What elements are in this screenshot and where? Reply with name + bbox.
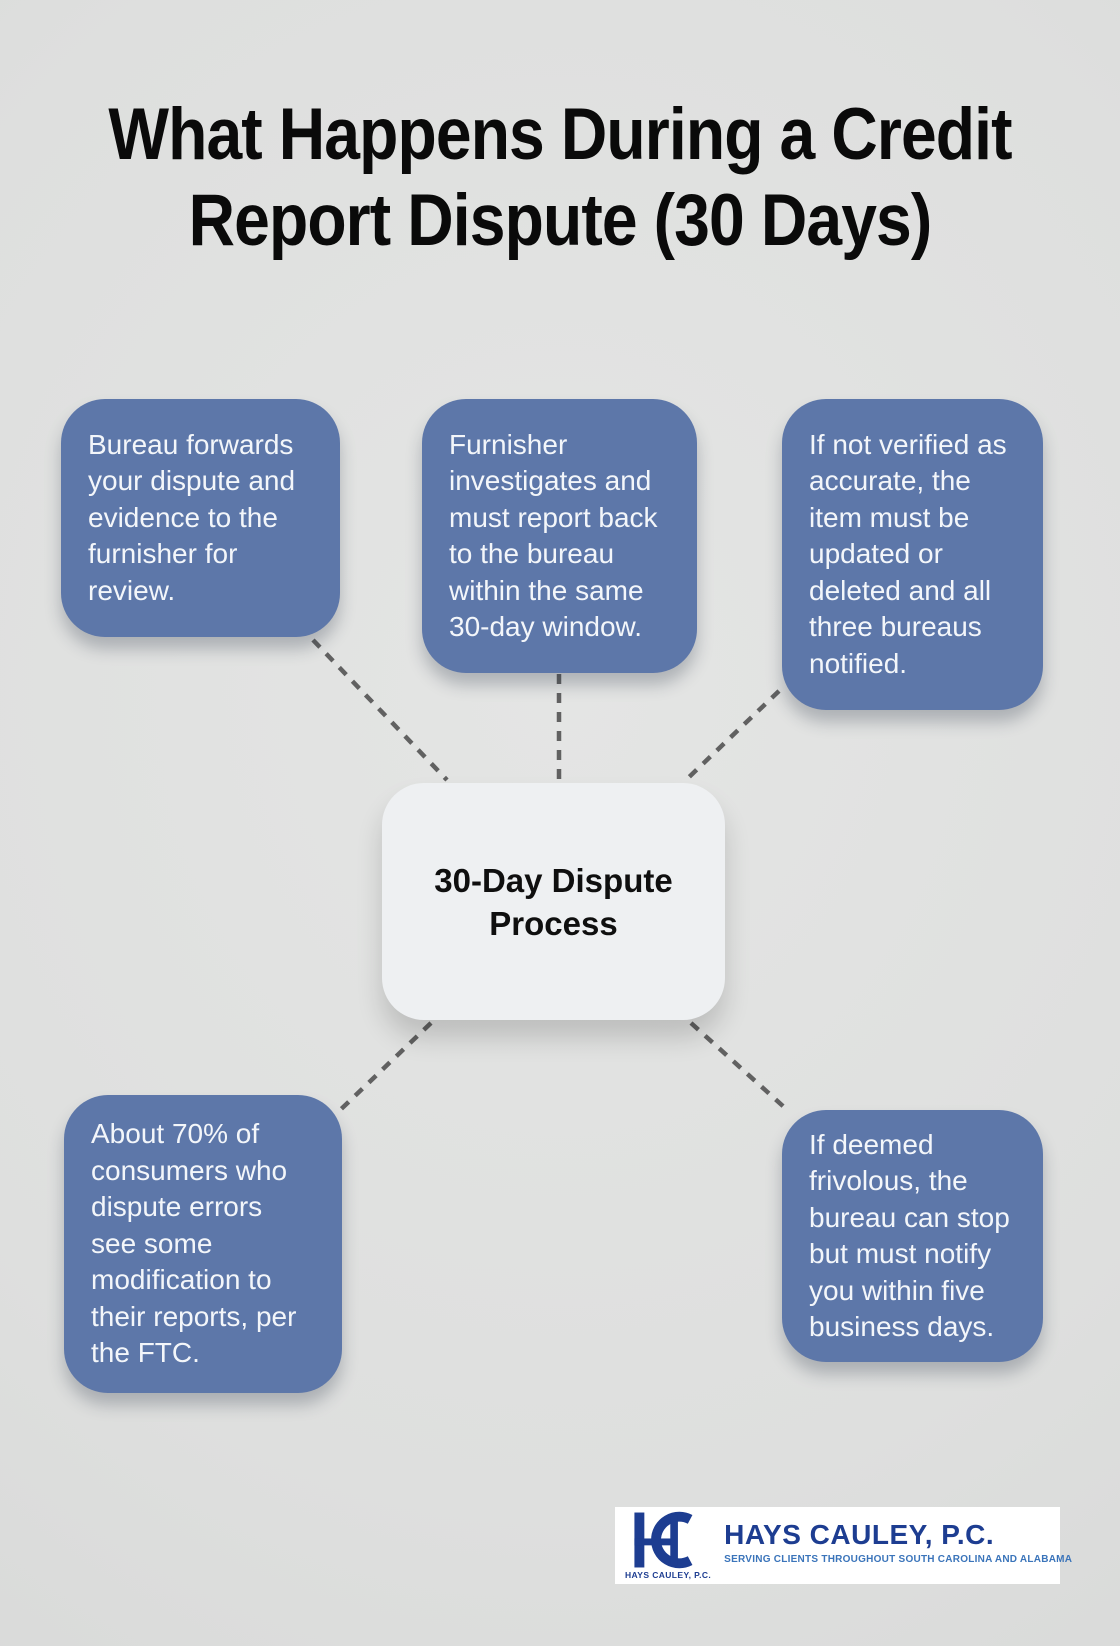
- connector-bottom-right: [689, 1021, 786, 1109]
- logo-name: HAYS CAULEY, P.C.: [724, 1518, 995, 1550]
- connector-bottom-left: [334, 1021, 433, 1116]
- hc-monogram-icon: [634, 1511, 693, 1569]
- connector-top-right: [685, 689, 781, 781]
- logo-text: HAYS CAULEY, P.C. SERVING CLIENTS THROUG…: [724, 1519, 1072, 1565]
- connector-top-left: [311, 638, 449, 782]
- logo-tagline: SERVING CLIENTS THROUGHOUT SOUTH CAROLIN…: [724, 1553, 1073, 1565]
- logo-caption: HAYS CAULEY, P.C.: [625, 1570, 712, 1580]
- logo-mark: HAYS CAULEY, P.C.: [625, 1511, 711, 1580]
- logo-hays-cauley: HAYS CAULEY, P.C. HAYS CAULEY, P.C. SERV…: [615, 1507, 1072, 1584]
